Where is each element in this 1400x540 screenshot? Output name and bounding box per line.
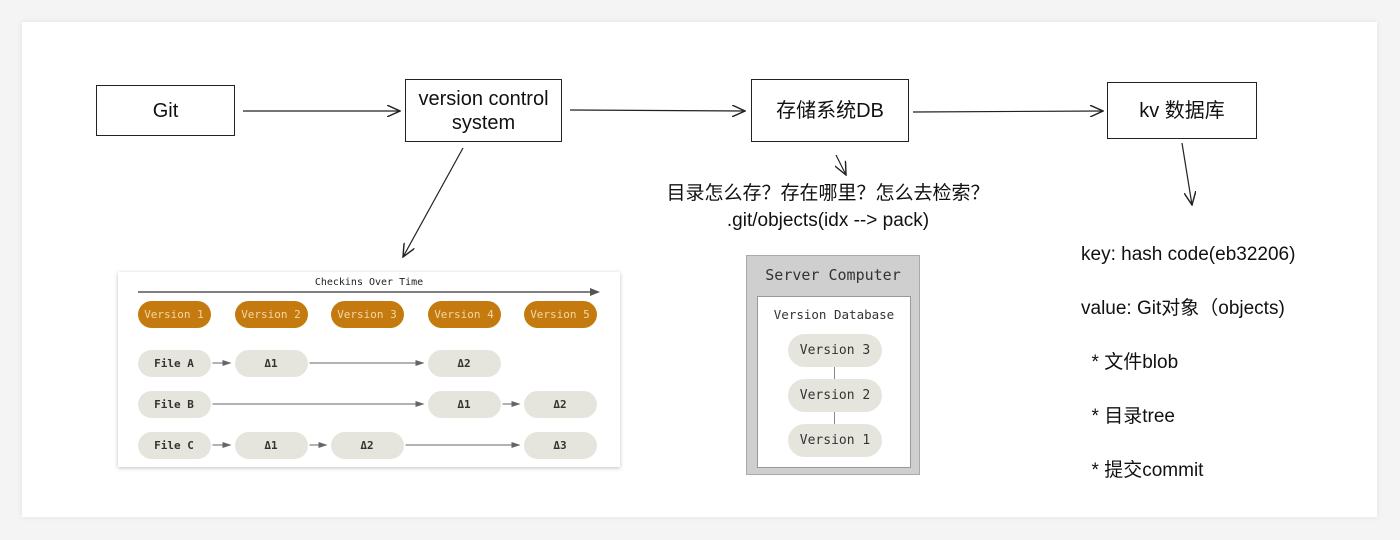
arrow-vcs-to-image: [403, 147, 464, 257]
db-notes: 目录怎么存？存在哪里？怎么去检索？ .git/objects(idx --> p…: [628, 180, 1028, 234]
kv-note-line: value: Git对象（objects): [1081, 298, 1285, 319]
arrow-db-to-kv: [912, 111, 1103, 112]
checkins-title: Checkins Over Time: [314, 277, 424, 288]
arrow-head: [222, 360, 232, 366]
version-node: Version 1: [788, 424, 882, 457]
node-git: Git: [96, 85, 235, 136]
arrow-kv-to-notes: [1181, 142, 1192, 205]
arrow-head: [511, 401, 521, 407]
file-pill: File B: [137, 391, 211, 418]
arrow-head: [415, 401, 425, 407]
checkins-over-time-image: Checkins Over Time Version 1 Version 2 Ver…: [118, 272, 620, 467]
checkins-arrows: [138, 288, 600, 448]
arrow-vcs-to-db: [569, 110, 745, 111]
kv-note-line: key: hash code(eb32206): [1081, 244, 1296, 265]
version-node: Version 3: [788, 334, 882, 367]
node-label: Git: [152, 99, 179, 122]
file-pill: File C: [137, 432, 211, 459]
db-note-line: .git/objects(idx --> pack): [726, 210, 930, 231]
version-pill: Version 2: [234, 301, 308, 328]
delta-pill: Δ3: [523, 432, 597, 459]
kv-note-line: * 文件blob: [1081, 352, 1179, 373]
arrow-head: [318, 442, 328, 448]
arrow-head: [415, 360, 425, 366]
db-note-line: 目录怎么存？存在哪里？怎么去检索？: [666, 183, 990, 204]
kv-notes: key: hash code(eb32206) value: Git对象（obj…: [1081, 214, 1295, 511]
delta-pill: Δ2: [523, 391, 597, 418]
kv-note-line: * 目录tree: [1081, 406, 1175, 427]
version-pill: Version 3: [330, 301, 404, 328]
version-pill: Version 1: [137, 301, 211, 328]
arrow-head: [511, 442, 521, 448]
node-storage-db: 存储系统DB: [751, 79, 909, 142]
delta-pill: Δ2: [330, 432, 404, 459]
version-pill: Version 5: [523, 301, 597, 328]
node-label-line2: system: [451, 111, 516, 134]
node-label: 存储系统DB: [776, 99, 884, 122]
version-pill: Version 4: [427, 301, 501, 328]
file-pill: File A: [137, 350, 211, 377]
node-label: kv 数据库: [1139, 99, 1225, 122]
node-kv-db: kv 数据库: [1107, 82, 1257, 139]
arrow-db-to-notes: [836, 154, 846, 175]
delta-pill: Δ1: [234, 432, 308, 459]
version-database-title: Version Database: [773, 307, 895, 322]
server-title: Server Computer: [765, 266, 901, 284]
node-label-line1: version control: [418, 87, 549, 110]
version-database: Version Database Version 3 Version 2 Ver…: [757, 296, 911, 468]
arrow-head: [222, 442, 232, 448]
delta-pill: Δ1: [427, 391, 501, 418]
delta-pill: Δ2: [427, 350, 501, 377]
version-node: Version 2: [788, 379, 882, 412]
kv-note-line: * 提交commit: [1081, 460, 1204, 481]
delta-pill: Δ1: [234, 350, 308, 377]
server-computer-image: Server Computer Version Database Version…: [746, 255, 920, 475]
